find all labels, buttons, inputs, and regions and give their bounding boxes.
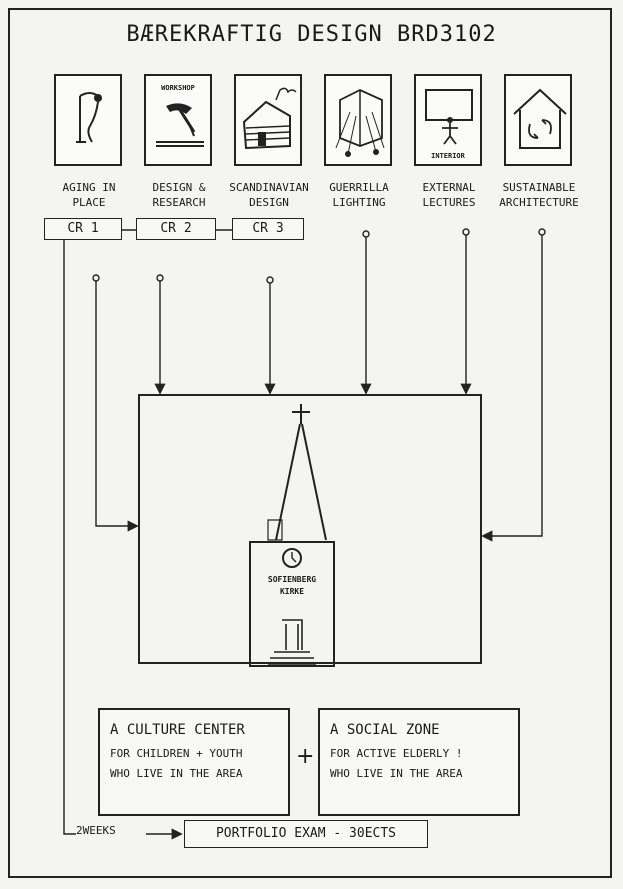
goal-social-zone: A SOCIAL ZONE FOR ACTIVE ELDERLY ! WHO L…: [318, 708, 520, 816]
goal-text: WHO LIVE IN THE AREA: [330, 764, 508, 784]
church-name-line1: SOFIENBERG: [250, 574, 334, 586]
goal-culture-center: A CULTURE CENTER FOR CHILDREN + YOUTH WH…: [98, 708, 290, 816]
goal-title: A CULTURE CENTER: [110, 722, 278, 738]
church-name-line2: KIRKE: [250, 586, 334, 598]
goal-text: WHO LIVE IN THE AREA: [110, 764, 278, 784]
duration-label: 2WEEKS: [76, 824, 116, 837]
goal-title: A SOCIAL ZONE: [330, 722, 508, 738]
goal-text: FOR ACTIVE ELDERLY !: [330, 744, 508, 764]
portfolio-exam-box: PORTFOLIO EXAM - 30ECTS: [184, 820, 428, 848]
cross-icon: [292, 404, 310, 424]
goal-text: FOR CHILDREN + YOUTH: [110, 744, 278, 764]
church-name: SOFIENBERG KIRKE: [250, 574, 334, 598]
plus-sign: +: [296, 744, 314, 769]
